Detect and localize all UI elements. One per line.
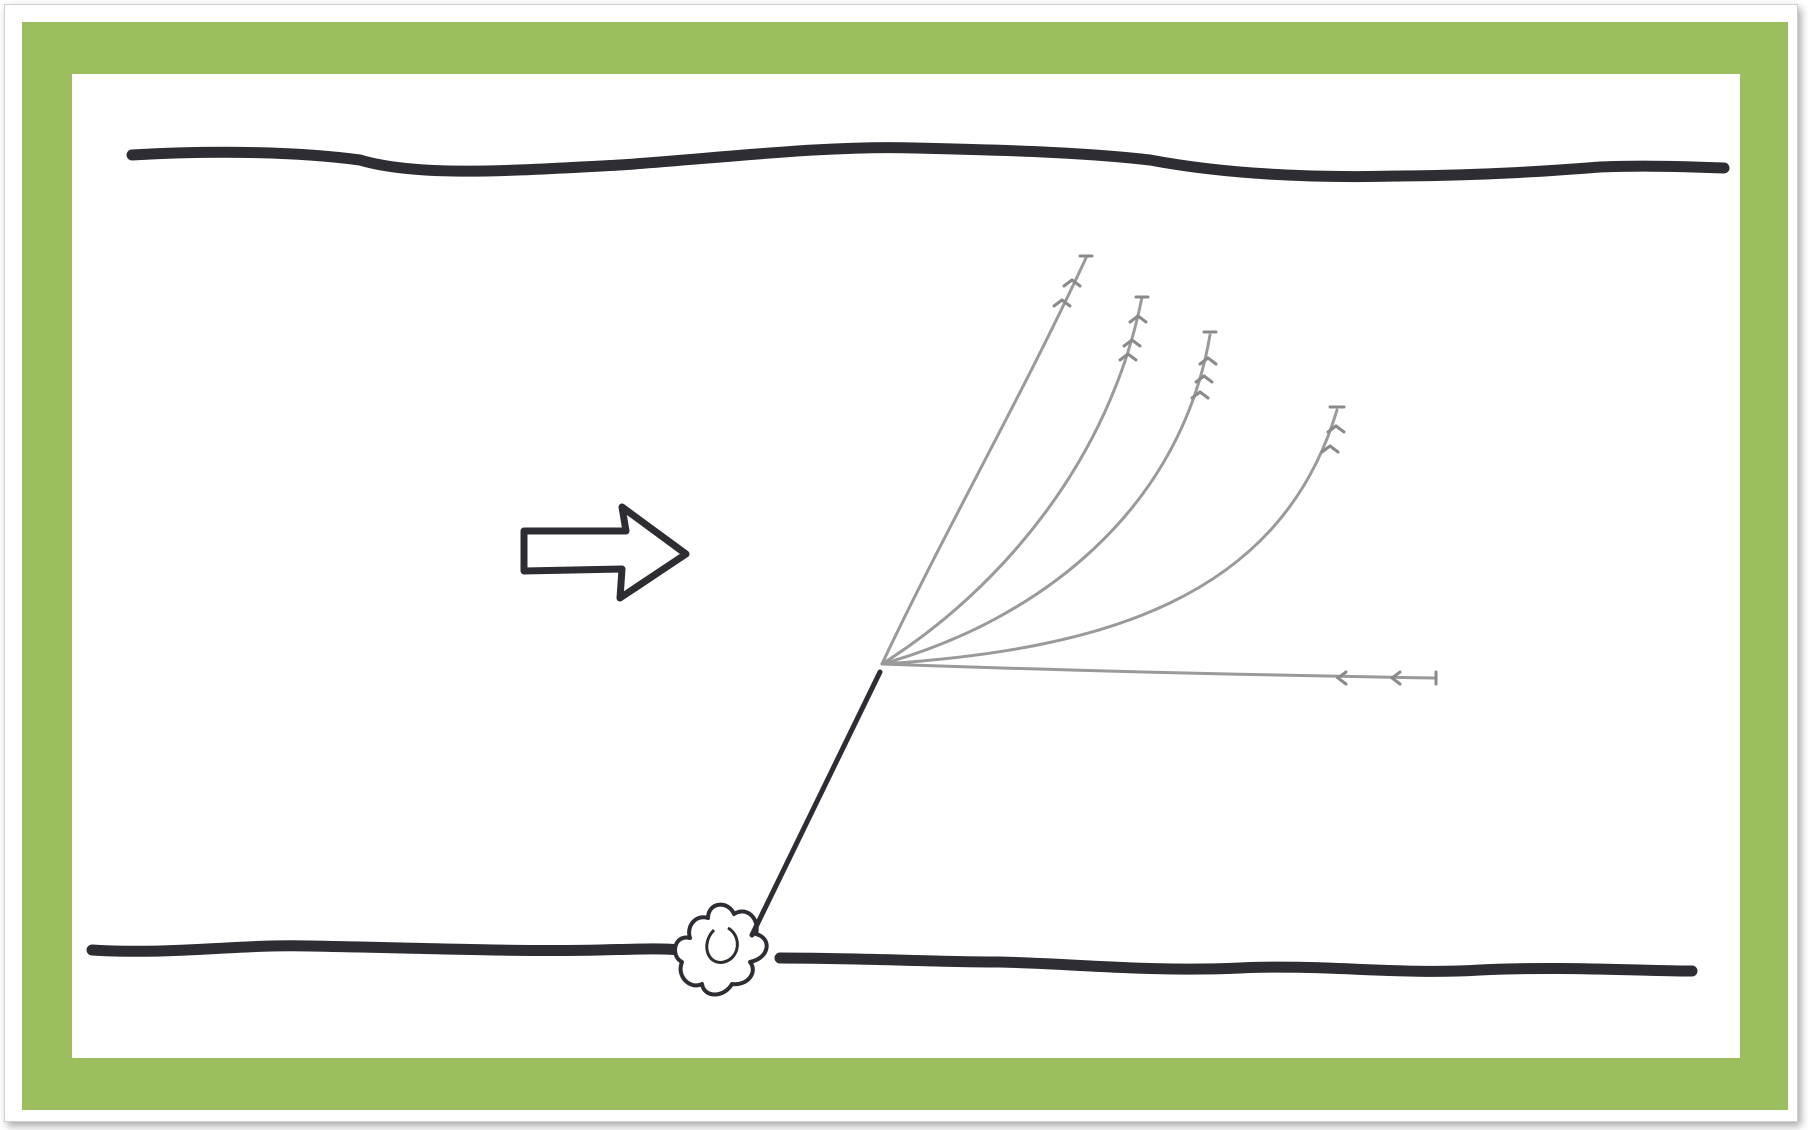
lure-mark-4	[1320, 405, 1346, 454]
top-bank-line	[126, 142, 1730, 183]
bottom-bank-line-right	[774, 952, 1698, 977]
lure-marks	[1052, 254, 1438, 686]
lure-mark-3	[1190, 330, 1218, 400]
right-arrow-icon	[520, 503, 690, 602]
lure-mark-5	[1335, 670, 1438, 686]
branch-line-1	[880, 256, 1088, 666]
rock-icon	[673, 902, 769, 997]
lure-mark-2	[1118, 295, 1150, 362]
branch-lines	[880, 256, 1438, 680]
branch-line-4	[880, 408, 1339, 666]
illustration-card	[4, 4, 1798, 1122]
main-line	[749, 669, 883, 938]
lure-mark-1	[1052, 254, 1094, 308]
branch-line-5	[880, 662, 1438, 680]
green-frame	[22, 22, 1788, 1110]
branch-line-2	[880, 295, 1144, 666]
branch-line-3	[880, 333, 1212, 666]
bottom-bank-line	[86, 940, 686, 957]
